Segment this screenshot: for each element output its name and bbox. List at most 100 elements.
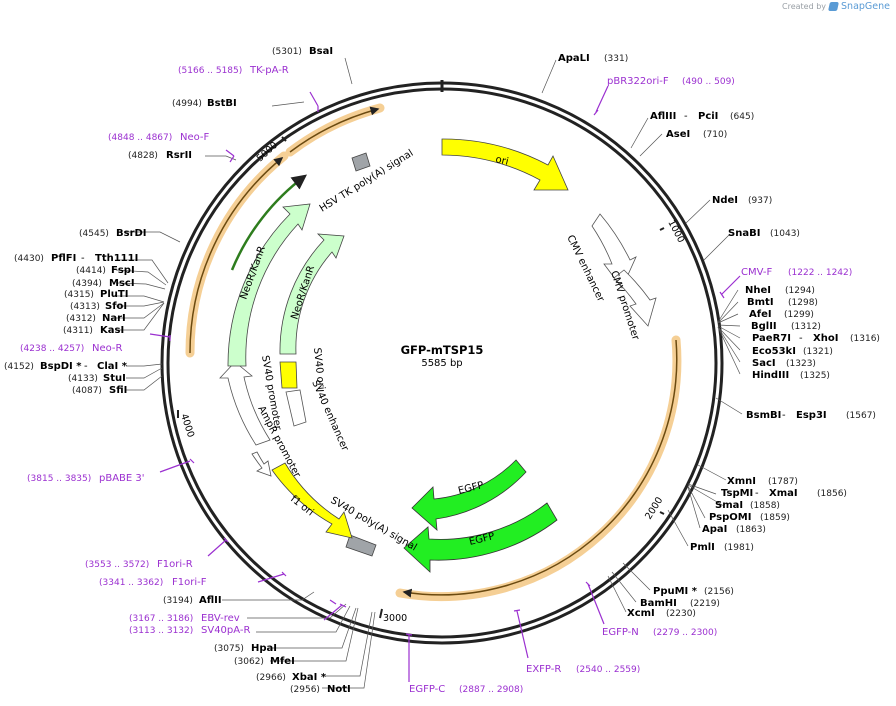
site-pluti-name: PluTI: [100, 289, 128, 300]
feature-ori[interactable]: ori: [441, 138, 569, 191]
primer-pbr322-name: pBR322ori-F: [607, 76, 669, 87]
site-msci[interactable]: (4394) MscI: [72, 278, 135, 289]
site-bsai[interactable]: (5301) BsaI: [272, 46, 333, 57]
primer-exfpr[interactable]: EXFP-R (2540 .. 2559): [526, 664, 640, 675]
site-aflii[interactable]: (3194) AflII: [163, 595, 222, 606]
feature-hsv-tk-polya[interactable]: HSV TK poly(A) signal: [318, 148, 416, 215]
site-bstbi[interactable]: (4994) BstBI: [172, 98, 237, 109]
site-rsrii-name: RsrII: [166, 150, 192, 161]
site-apai[interactable]: ApaI (1863): [702, 524, 766, 535]
site-hpai[interactable]: (3075) HpaI: [214, 643, 277, 654]
site-bsmbi[interactable]: BsmBI - Esp3I (1567): [746, 410, 876, 421]
site-xcmi[interactable]: XcmI (2230): [627, 608, 696, 619]
site-snabi[interactable]: SnaBI (1043): [728, 228, 800, 239]
site-apali[interactable]: ApaLI (331): [558, 53, 628, 64]
primer-f1orir[interactable]: (3553 .. 3572) F1ori-R: [85, 559, 193, 570]
site-asei[interactable]: AseI (710): [666, 129, 727, 140]
tick-4000: 4000: [178, 413, 196, 439]
primer-sv40par[interactable]: (3113 .. 3132) SV40pA-R: [129, 625, 250, 636]
site-xmni[interactable]: XmnI (1787): [727, 476, 798, 487]
primer-f1orif[interactable]: (3341 .. 3362) F1ori-F: [99, 577, 207, 588]
site-stui-name: StuI: [103, 373, 126, 384]
site-nhei[interactable]: NheI (1294): [745, 285, 815, 296]
site-pluti[interactable]: (4315) PluTI: [64, 289, 128, 300]
primer-egfpn[interactable]: EGFP-N (2279 .. 2300): [602, 627, 717, 638]
site-nhei-name: NheI: [745, 285, 771, 296]
feature-neokanr-inner[interactable]: NeoR/KanR: [279, 233, 345, 355]
label-cmv-enhancer: CMV enhancer: [564, 233, 606, 304]
site-afliii[interactable]: AflIII - PciI (645): [650, 111, 754, 122]
site-eco53ki[interactable]: Eco53kI (1321): [752, 346, 833, 357]
site-tspmi-sep: -: [755, 488, 759, 499]
site-tspmi-pos: (1856): [817, 489, 847, 499]
primer-neof[interactable]: (4848 .. 4867) Neo-F: [108, 132, 210, 143]
primer-egfpc[interactable]: EGFP-C (2887 .. 2908): [409, 684, 523, 695]
site-xbai[interactable]: (2966) XbaI *: [256, 672, 327, 683]
site-asei-name: AseI: [666, 129, 690, 140]
site-fspi[interactable]: (4414) FspI: [76, 265, 135, 276]
site-msci-name: MscI: [109, 278, 135, 289]
site-sfoi[interactable]: (4313) SfoI: [70, 301, 127, 312]
primer-ebvrev[interactable]: (3167 .. 3186) EBV-rev: [129, 613, 240, 624]
snapgene-credit: Created by SnapGene: [782, 1, 890, 12]
site-saci-pos: (1323): [786, 359, 816, 369]
site-eco53ki-name: Eco53kI: [752, 346, 796, 357]
feature-cmv-promoter[interactable]: [613, 269, 657, 327]
primer-sv40par-range: (3113 .. 3132): [129, 626, 193, 636]
site-afei-name: AfeI: [749, 309, 772, 320]
site-tspmi[interactable]: TspMI - XmaI (1856): [721, 488, 847, 499]
site-pmli-pos: (1981): [724, 543, 754, 553]
site-saci-name: SacI: [752, 358, 776, 369]
site-afei[interactable]: AfeI (1299): [749, 309, 814, 320]
site-stui[interactable]: (4133) StuI: [68, 373, 126, 384]
site-rsrii[interactable]: (4828) RsrII: [128, 150, 192, 161]
site-smai[interactable]: SmaI (1858): [715, 500, 780, 511]
site-bspdi-sep: -: [84, 361, 88, 372]
feature-egfp-outer[interactable]: EGFP: [403, 502, 558, 573]
primer-neor[interactable]: (4238 .. 4257) Neo-R: [20, 343, 123, 354]
site-bsrdi[interactable]: (4545) BsrDI: [79, 228, 147, 239]
site-paer7i-name: PaeR7I: [752, 333, 791, 344]
site-mfei[interactable]: (3062) MfeI: [234, 656, 295, 667]
site-apali-name: ApaLI: [558, 53, 590, 64]
site-noti[interactable]: (2956) NotI: [290, 684, 351, 695]
site-pmli[interactable]: PmlI (1981): [690, 542, 754, 553]
site-nari[interactable]: (4312) NarI: [66, 313, 126, 324]
primer-f1orif-range: (3341 .. 3362): [99, 578, 163, 588]
site-pspomi-name: PspOMI: [709, 512, 751, 523]
primer-exfpr-name: EXFP-R: [526, 664, 561, 675]
primer-f1orir-range: (3553 .. 3572): [85, 560, 149, 570]
feature-sv40-enhancer[interactable]: SV40 enhancer: [285, 379, 351, 454]
primer-lines: [149, 85, 741, 682]
primer-pbr322[interactable]: pBR322ori-F (490 .. 509): [607, 76, 735, 87]
credit-prefix: Created by: [782, 2, 827, 11]
primer-pbabe[interactable]: (3815 .. 3835) pBABE 3': [27, 473, 145, 484]
site-bspdi[interactable]: (4152) BspDI * - ClaI *: [4, 361, 128, 372]
site-ndei-pos: (937): [748, 196, 772, 206]
leader-lines: [115, 57, 743, 689]
site-bglii[interactable]: BglII (1312): [751, 321, 821, 332]
site-paer7i[interactable]: PaeR7I - XhoI (1316): [752, 333, 880, 344]
site-bmti[interactable]: BmtI (1298): [747, 297, 818, 308]
tick-2000: 2000: [643, 495, 665, 521]
primer-neof-name: Neo-F: [180, 132, 210, 143]
site-bamhi[interactable]: BamHI (2219): [640, 598, 720, 609]
site-saci[interactable]: SacI (1323): [752, 358, 816, 369]
site-pflfi[interactable]: (4430) PflFI - Tth111I: [14, 253, 138, 264]
feature-cmv-enhancer[interactable]: [591, 213, 637, 289]
primer-cmvf[interactable]: CMV-F (1222 .. 1242): [741, 267, 852, 278]
primer-tkpa[interactable]: (5166 .. 5185) TK-pA-R: [178, 65, 289, 76]
site-sfii[interactable]: (4087) SfiI: [72, 385, 127, 396]
site-pflfi-name2: Tth111I: [95, 253, 138, 264]
site-hindiii-name: HindIII: [752, 370, 789, 381]
primer-egfpc-range: (2887 .. 2908): [459, 685, 523, 695]
site-ndei[interactable]: NdeI (937): [712, 195, 772, 206]
site-hindiii[interactable]: HindIII (1325): [752, 370, 830, 381]
primer-ebvrev-range: (3167 .. 3186): [129, 614, 193, 624]
site-ppumi[interactable]: PpuMI * (2156): [653, 586, 734, 597]
site-pspomi[interactable]: PspOMI (1859): [709, 512, 790, 523]
feature-sv40-ori[interactable]: SV40 ori: [279, 347, 326, 390]
primer-egfpn-range: (2279 .. 2300): [653, 628, 717, 638]
site-kasi[interactable]: (4311) KasI: [63, 325, 124, 336]
feature-egfp-inner[interactable]: EGFP: [411, 459, 527, 531]
